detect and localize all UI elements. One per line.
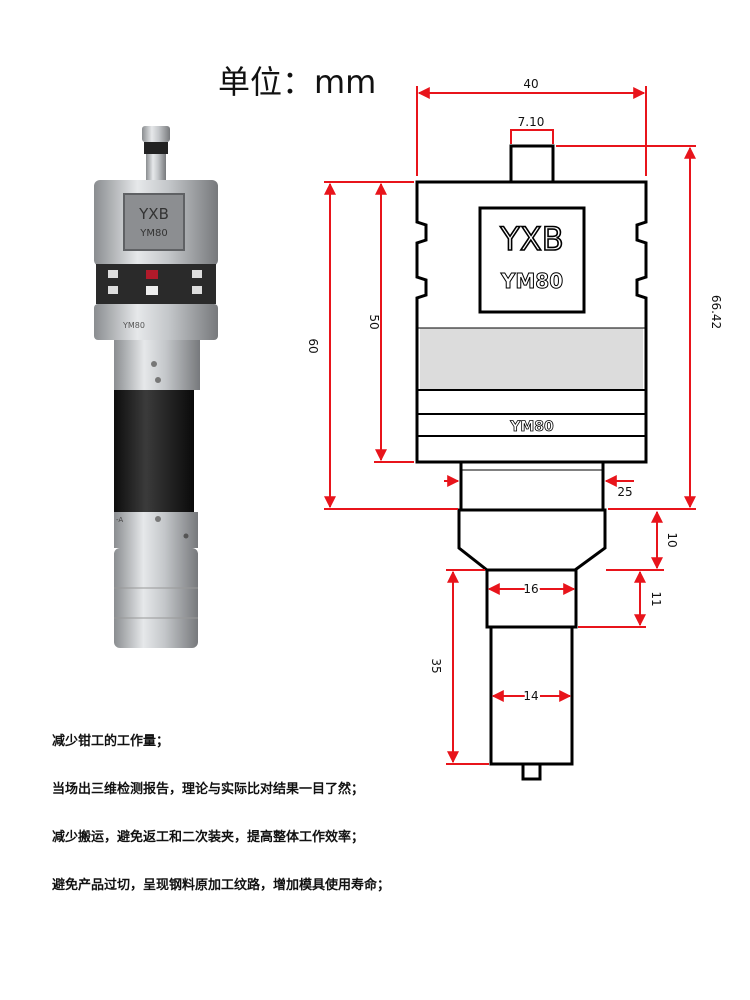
drawing-shank-end xyxy=(521,762,542,781)
photo-probe-stem xyxy=(142,126,170,180)
photo-model-text: YM80 xyxy=(139,228,167,239)
dimension-lines xyxy=(324,86,696,765)
photo-side-mark: -A xyxy=(116,516,123,524)
drawing-taper xyxy=(457,508,607,572)
photo-collar-model: YM80 xyxy=(122,321,145,330)
drawing-probe-tip xyxy=(509,144,555,184)
photo-collar: YM80 xyxy=(94,304,218,340)
dim-label-60: 60 xyxy=(306,338,320,353)
drawing-band-model-text: YM80 xyxy=(509,419,554,435)
feature-item: 当场出三维检测报告，理论与实际比对结果一目了然； xyxy=(52,782,365,797)
dim-label-7-10: 7.10 xyxy=(518,115,545,129)
dim-line-7-10 xyxy=(510,129,554,144)
dim-label-10: 10 xyxy=(665,532,679,547)
dim-label-16: 16 xyxy=(523,582,538,596)
dim-label-25: 25 xyxy=(617,485,632,499)
photo-brand-text: YXB xyxy=(138,205,169,223)
dim-label-11: 11 xyxy=(649,591,663,606)
photo-led-ring xyxy=(96,264,216,304)
dim-label-40: 40 xyxy=(523,77,538,91)
photo-head: YXB YM80 xyxy=(94,180,218,266)
drawing-outline xyxy=(415,144,648,781)
drawing-body-band xyxy=(420,328,643,390)
technical-drawing: YXB YM80 YM80 xyxy=(306,77,723,781)
feature-item: 减少钳工的工作量； xyxy=(52,734,170,749)
unit-label: 单位：mm xyxy=(218,63,377,101)
feature-item: 避免产品过切，呈现钢料原加工纹路，增加模具使用寿命； xyxy=(52,878,391,893)
drawing-model-text: YM80 xyxy=(500,269,563,293)
feature-item: 减少搬运，避免返工和二次装夹，提高整体工作效率； xyxy=(52,830,365,845)
dim-label-14: 14 xyxy=(523,689,538,703)
drawing-brand-text: YXB xyxy=(499,220,563,258)
drawing-main-body xyxy=(415,180,648,464)
drawing-logo-plate xyxy=(478,206,586,314)
drawing-neck xyxy=(459,460,605,512)
dim-label-66-42: 66.42 xyxy=(709,295,723,329)
dim-label-50: 50 xyxy=(367,314,381,329)
dim-label-35: 35 xyxy=(429,658,443,673)
drawing-collet xyxy=(485,568,578,629)
feature-list: 减少钳工的工作量； 当场出三维检测报告，理论与实际比对结果一目了然； 减少搬运，… xyxy=(52,732,712,924)
product-photo: YXB YM80 YM80 -A xyxy=(94,126,218,648)
photo-body: -A xyxy=(114,340,200,648)
